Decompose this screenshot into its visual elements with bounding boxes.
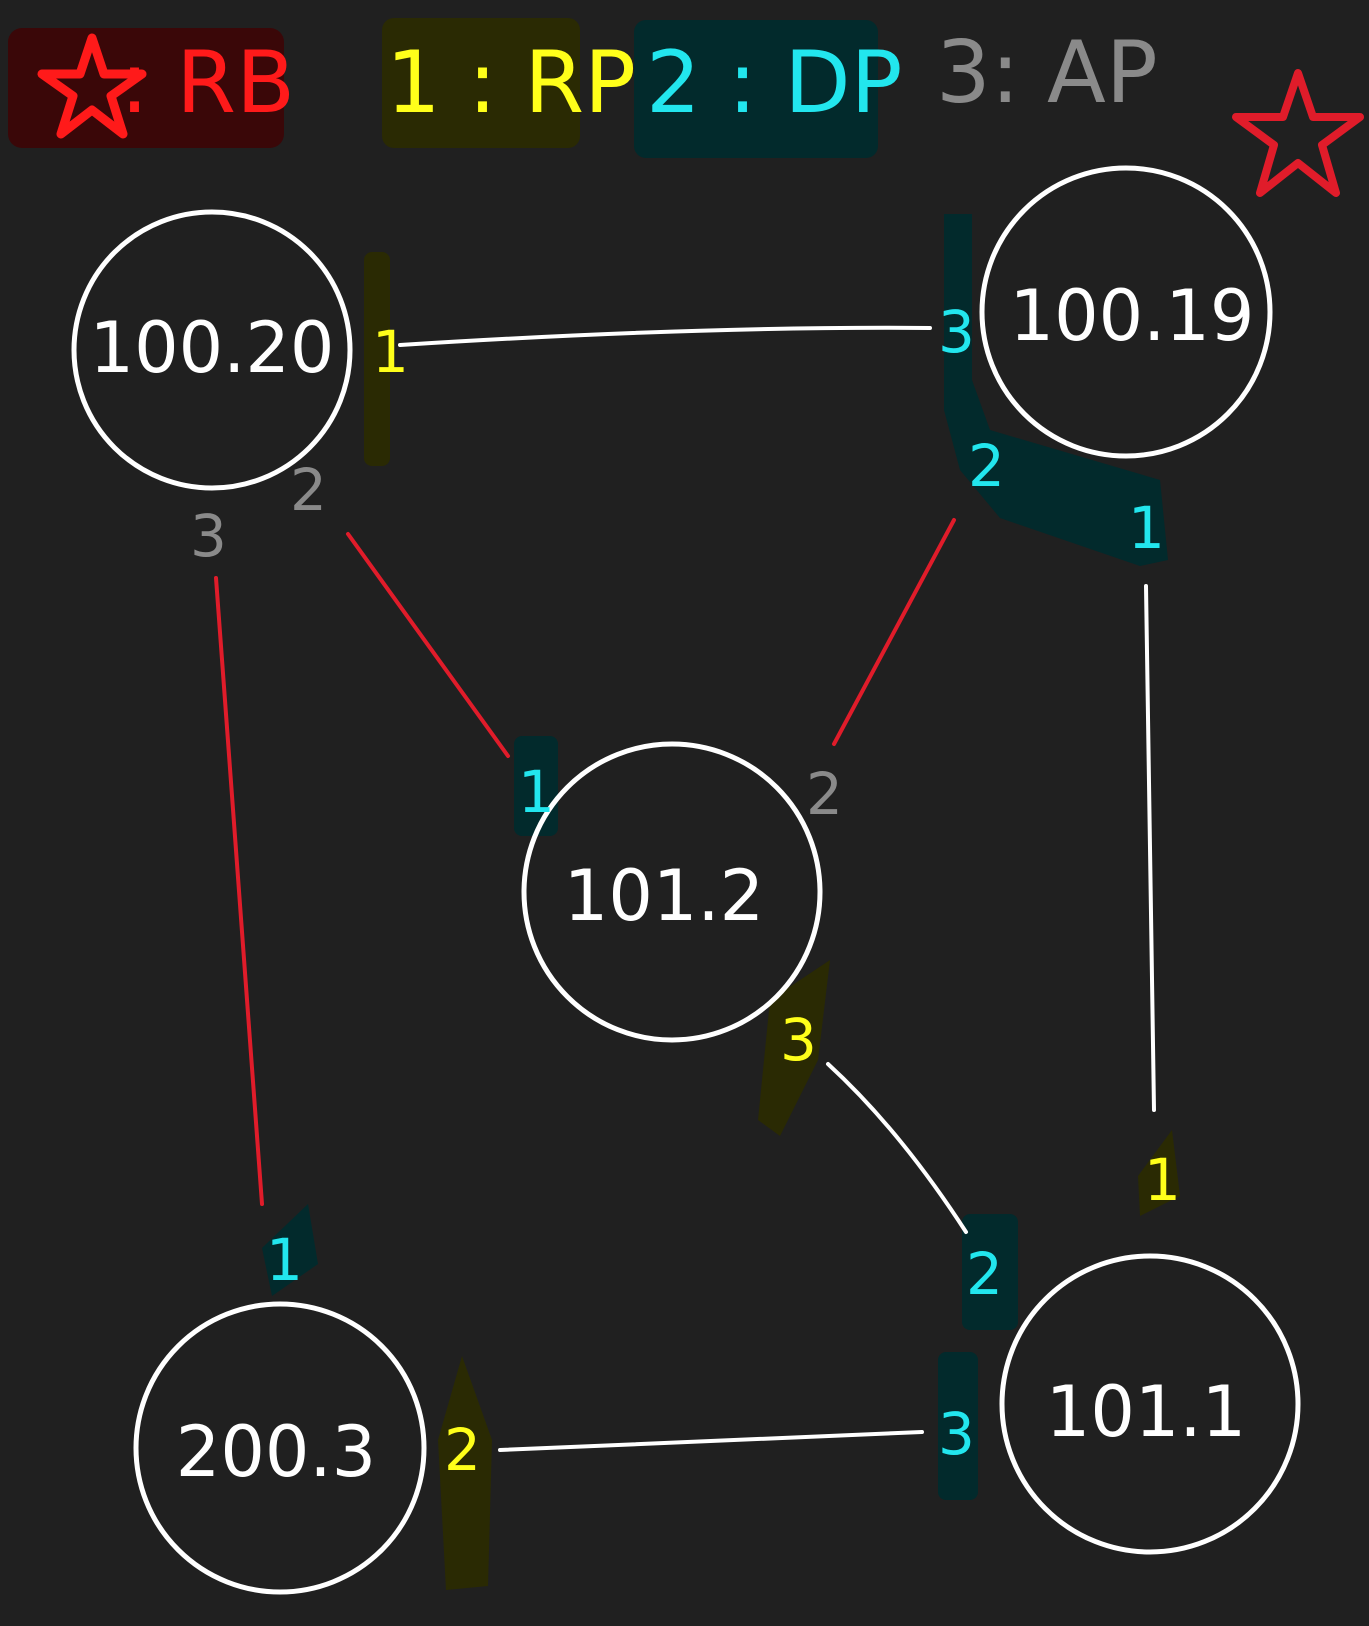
link-100-20-to-100-19 [398,325,932,347]
link-100-19-to-101-2 [832,518,956,746]
port-labels: 1 2 3 3 2 1 1 2 3 1 2 1 2 3 [190,298,1181,1484]
port-label-n2-p3: 3 [938,298,975,366]
node-label: 100.19 [1010,275,1255,357]
root-star-icon [1232,69,1364,197]
port-highlights [262,214,1180,1590]
node-circle [999,1253,1301,1555]
port-label-n5-p3: 3 [938,1400,975,1468]
highlight-n1-p1 [364,252,390,466]
node-101-1: 101.1 [999,1253,1301,1555]
link-100-19-to-101-1 [1144,584,1156,1112]
legend: : RB 1 : RP 2 : DP 3: AP [8,18,1158,158]
node-circle [71,209,353,491]
port-label-n4-p1: 1 [266,1226,303,1294]
port-label-n3-p1: 1 [518,758,555,826]
link-200-3-to-101-1 [498,1430,924,1452]
link-100-20-to-200-3 [214,576,264,1206]
highlight-n2-ports [944,214,1168,566]
node-circle [521,741,823,1043]
node-circle [133,1301,427,1595]
port-label-n3-p3: 3 [780,1006,817,1074]
nodes: 100.20 100.19 101.2 200.3 101.1 [71,165,1301,1595]
port-label-n1-p3: 3 [190,502,227,570]
legend-rp-text: 1 : RP [386,33,636,133]
legend-alternate-port: 3: AP [936,23,1158,123]
node-circle [979,165,1273,459]
port-label-n4-p2: 2 [444,1416,481,1484]
legend-root-port: 1 : RP [382,18,636,148]
node-100-20: 100.20 [71,209,353,491]
node-100-19: 100.19 [979,165,1273,459]
star-icon [37,33,147,139]
highlight-n3-p3 [758,960,830,1136]
legend-designated-port: 2 : DP [634,20,902,158]
node-label: 200.3 [176,1411,376,1493]
port-label-n2-p1: 1 [1128,494,1165,562]
node-101-2: 101.2 [521,741,823,1043]
port-label-n5-p2: 2 [966,1240,1003,1308]
node-label: 100.20 [90,307,335,389]
highlight-n4-p2 [438,1356,492,1590]
port-label-n1-p1: 1 [372,318,409,386]
legend-root-bridge: : RB [8,28,295,148]
highlight-n5-p2 [962,1214,1018,1330]
legend-dp-text: 2 : DP [646,33,902,133]
link-101-2-to-101-1 [826,1062,968,1234]
links [214,325,1156,1452]
highlight-n5-p3 [938,1352,978,1500]
port-label-n5-p1: 1 [1144,1146,1181,1214]
port-label-n3-p2: 2 [806,760,843,828]
legend-ap-text: 3: AP [936,23,1158,123]
legend-rp-highlight [382,18,580,148]
port-label-n2-p2: 2 [968,432,1005,500]
link-100-20-to-101-2 [346,532,510,758]
node-200-3: 200.3 [133,1301,427,1595]
legend-dp-highlight [634,20,878,158]
node-label: 101.2 [564,855,764,937]
legend-rb-text: : RB [120,33,295,133]
node-label: 101.1 [1046,1371,1246,1453]
highlight-n4-p1 [262,1204,318,1296]
highlight-n5-p1 [1138,1130,1180,1216]
port-label-n1-p2: 2 [290,456,327,524]
